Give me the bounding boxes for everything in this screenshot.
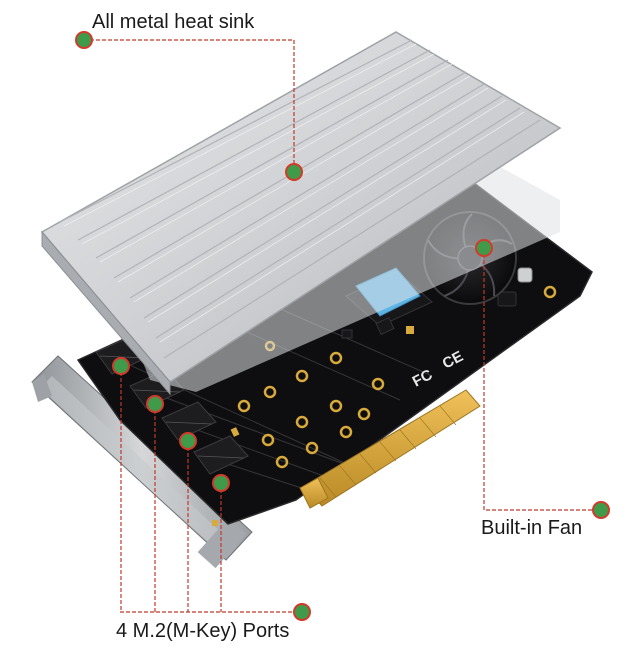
heatsink-callout-line xyxy=(84,39,295,172)
heatsink-target-dot xyxy=(285,163,303,181)
port-2-dot xyxy=(146,395,164,413)
callout-lines xyxy=(84,39,601,613)
fan-callout-line xyxy=(483,248,601,511)
heatsink-label: All metal heat sink xyxy=(92,11,255,33)
pci-bracket xyxy=(31,355,253,569)
ports-marker-dot xyxy=(293,603,311,621)
ports-label: 4 M.2(M-Key) Ports xyxy=(116,620,290,642)
fan-marker-dot xyxy=(592,501,610,519)
pcie-gold-finger xyxy=(299,389,481,509)
port-3-dot xyxy=(179,432,197,450)
port-1-dot xyxy=(112,357,130,375)
heatsink-marker-dot xyxy=(75,31,93,49)
port-4-dot xyxy=(212,474,230,492)
fan-label: Built-in Fan xyxy=(481,517,583,539)
heat-sink xyxy=(40,31,562,396)
fan-target-dot xyxy=(475,239,493,257)
